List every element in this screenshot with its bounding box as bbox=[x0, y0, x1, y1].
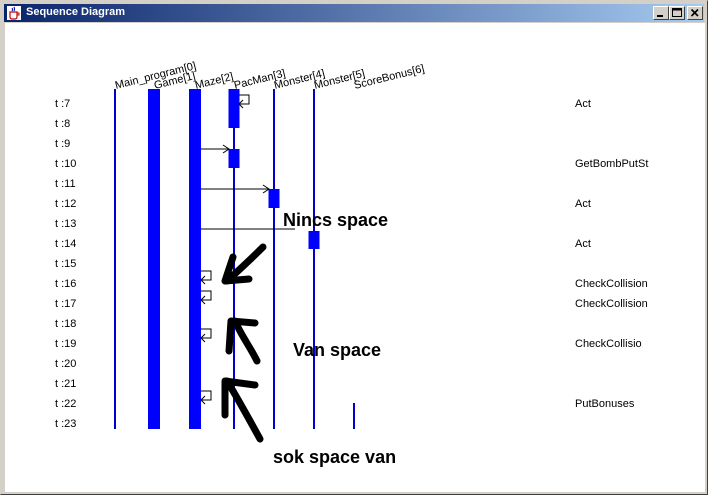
message-arrowhead bbox=[222, 144, 230, 154]
time-label: t :22 bbox=[55, 398, 76, 410]
method-label: CheckCollision bbox=[575, 278, 648, 290]
self-message bbox=[201, 328, 212, 339]
minimize-icon bbox=[657, 15, 663, 17]
time-label: t :18 bbox=[55, 318, 76, 330]
activation-bar bbox=[268, 189, 280, 208]
time-label: t :7 bbox=[55, 98, 70, 110]
annotation-sok-space-van: sok space van bbox=[273, 447, 396, 467]
time-label: t :21 bbox=[55, 378, 76, 390]
method-label: PutBonuses bbox=[575, 398, 635, 410]
sequence-diagram: Main_program[0]Game[1]Maze[2]PacMan[3]Mo… bbox=[55, 60, 648, 467]
message-arrowhead bbox=[200, 333, 206, 343]
title-bar[interactable]: Sequence Diagram bbox=[4, 4, 704, 22]
self-message bbox=[201, 290, 212, 301]
method-label: GetBombPutSt bbox=[575, 158, 648, 170]
self-message bbox=[201, 270, 212, 281]
hand-drawn-arrows bbox=[221, 243, 267, 443]
method-label: Act bbox=[575, 238, 591, 250]
participant-label: Maze[2] bbox=[194, 71, 235, 92]
time-label: t :16 bbox=[55, 278, 76, 290]
message-arrowhead bbox=[200, 395, 206, 405]
activation-bar bbox=[148, 89, 160, 429]
minimize-button[interactable] bbox=[653, 6, 669, 20]
time-label: t :20 bbox=[55, 358, 76, 370]
method-label: Act bbox=[575, 98, 591, 110]
message-arrowhead bbox=[262, 184, 270, 194]
arrowhead-3 bbox=[221, 377, 259, 419]
method-label: CheckCollisio bbox=[575, 338, 642, 350]
time-label: t :13 bbox=[55, 218, 76, 230]
java-cup-icon bbox=[7, 6, 21, 20]
time-label: t :19 bbox=[55, 338, 76, 350]
arrow-stroke-2 bbox=[231, 317, 261, 365]
self-message bbox=[201, 390, 212, 401]
time-label: t :11 bbox=[55, 178, 76, 190]
activation-bar bbox=[228, 89, 240, 128]
time-label: t :17 bbox=[55, 298, 76, 310]
close-button[interactable] bbox=[687, 6, 703, 20]
activation-bar bbox=[228, 149, 240, 168]
time-label: t :23 bbox=[55, 418, 76, 430]
time-label: t :15 bbox=[55, 258, 76, 270]
annotation-nincs-space: Nincs space bbox=[283, 210, 388, 230]
method-label: Act bbox=[575, 198, 591, 210]
activation-bar bbox=[189, 89, 201, 429]
arrowhead-1 bbox=[221, 253, 253, 285]
time-label: t :14 bbox=[55, 238, 76, 250]
time-label: t :9 bbox=[55, 138, 70, 150]
time-label: t :10 bbox=[55, 158, 76, 170]
time-label: t :8 bbox=[55, 118, 70, 130]
self-message bbox=[239, 94, 250, 105]
annotation-van-space: Van space bbox=[293, 340, 381, 360]
arrowhead-2 bbox=[225, 317, 259, 355]
message-arrowhead bbox=[200, 295, 206, 305]
method-label: CheckCollision bbox=[575, 298, 648, 310]
maximize-icon bbox=[672, 8, 682, 17]
message-arrowhead bbox=[238, 99, 244, 109]
activation-bar bbox=[308, 231, 320, 249]
window-title: Sequence Diagram bbox=[26, 6, 126, 18]
close-icon bbox=[690, 8, 699, 17]
time-label: t :12 bbox=[55, 198, 76, 210]
participant-label: ScoreBonus[6] bbox=[353, 63, 426, 92]
message-arrowhead bbox=[200, 275, 206, 285]
maximize-button[interactable] bbox=[669, 6, 685, 20]
diagram-canvas: Main_program[0]Game[1]Maze[2]PacMan[3]Mo… bbox=[5, 23, 705, 492]
arrow-stroke-3 bbox=[223, 377, 264, 443]
